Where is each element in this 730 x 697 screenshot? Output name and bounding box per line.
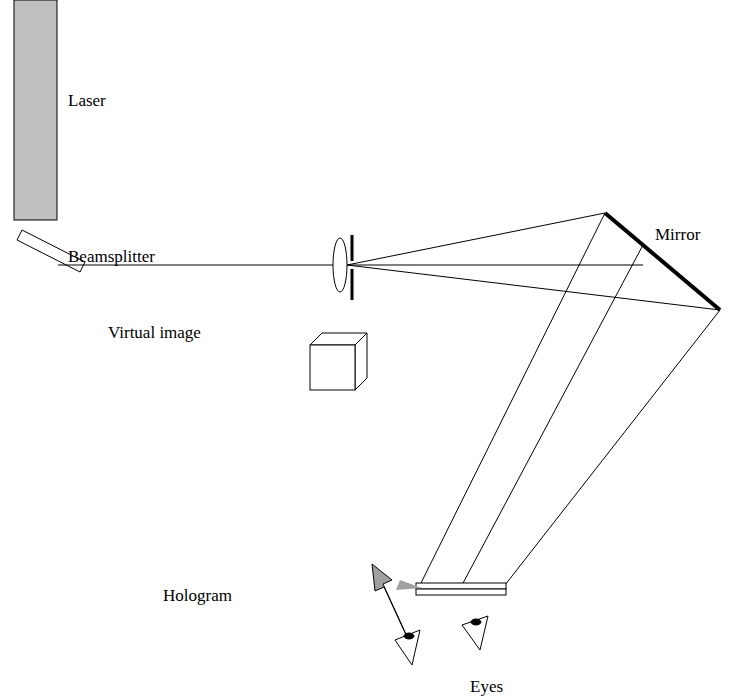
mirror — [605, 213, 720, 310]
part-label: Beamsplitter — [68, 248, 155, 265]
part-label: Eyes — [470, 678, 503, 695]
lens — [333, 238, 347, 292]
diverging-rays — [347, 213, 720, 310]
part-label: Laser — [68, 92, 106, 109]
eye-symbol — [395, 616, 488, 665]
pinhole-aperture — [351, 235, 354, 261]
part-label: Hologram — [163, 587, 232, 604]
viewing-arrow — [396, 580, 422, 590]
laser-body — [14, 0, 57, 220]
hologram-plate — [416, 583, 506, 595]
part-label: Virtual image — [108, 324, 201, 341]
part-label: Mirror — [655, 226, 700, 243]
virtual-image-cube — [310, 333, 367, 390]
reflected-rays — [420, 213, 720, 585]
pinhole-aperture — [351, 269, 354, 300]
